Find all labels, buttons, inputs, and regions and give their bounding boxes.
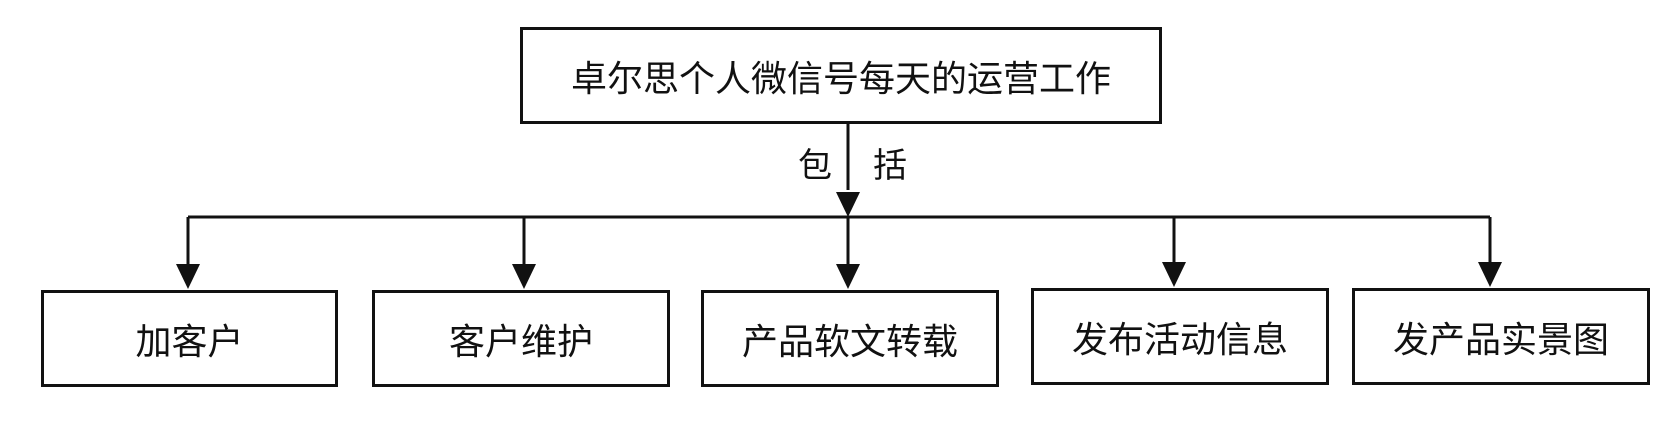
root-node: 卓尔思个人微信号每天的运营工作 [520, 27, 1162, 124]
child-node-5: 发产品实景图 [1352, 288, 1650, 385]
child-node-label: 发产品实景图 [1392, 319, 1609, 361]
child-node-label: 客户维护 [448, 321, 593, 363]
root-node-label: 卓尔思个人微信号每天的运营工作 [570, 58, 1111, 100]
root-arrowhead [836, 192, 860, 217]
drop-arrowhead-5 [1478, 262, 1502, 287]
child-node-1: 加客户 [41, 290, 338, 387]
edge-label-char-2: 括 [873, 146, 907, 186]
child-node-2: 客户维护 [372, 290, 670, 387]
child-node-label: 加客户 [135, 321, 244, 363]
child-node-3: 产品软文转载 [701, 290, 999, 387]
drop-arrowhead-3 [836, 264, 860, 289]
child-node-label: 发布活动信息 [1071, 319, 1288, 361]
drop-arrowhead-1 [176, 264, 200, 289]
drop-arrowhead-2 [512, 264, 536, 289]
child-node-4: 发布活动信息 [1031, 288, 1329, 385]
edge-label-char-1: 包 [798, 146, 832, 186]
drop-arrowhead-4 [1162, 262, 1186, 287]
child-node-label: 产品软文转载 [741, 321, 958, 363]
